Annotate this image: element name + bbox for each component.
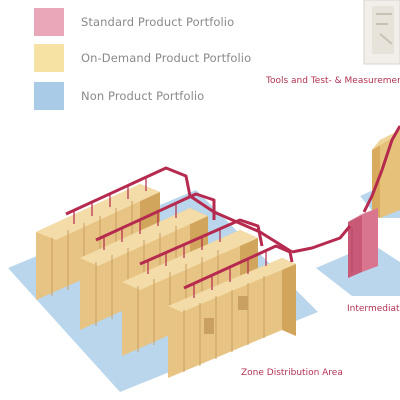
legend-swatch-standard xyxy=(34,8,64,36)
cable-drops xyxy=(73,177,267,298)
main-distribution-cabinet xyxy=(372,130,400,218)
cable-trays xyxy=(65,125,400,290)
tools-label: Tools and Test- & Measurement xyxy=(266,76,400,86)
intermediate-cabinet xyxy=(348,208,378,278)
legend-label-non-product: Non Product Portfolio xyxy=(81,89,205,103)
legend-label-on-demand: On-Demand Product Portfolio xyxy=(81,51,252,65)
legend-label-standard: Standard Product Portfolio xyxy=(81,15,235,29)
intermediate-label: Intermediate xyxy=(347,304,400,314)
legend-swatch-on-demand xyxy=(34,44,64,72)
legend-swatch-non-product xyxy=(34,82,64,110)
tools-image xyxy=(363,0,400,65)
zone-label: Zone Distribution Area xyxy=(241,368,343,378)
cabinet-row-4 xyxy=(168,258,296,378)
